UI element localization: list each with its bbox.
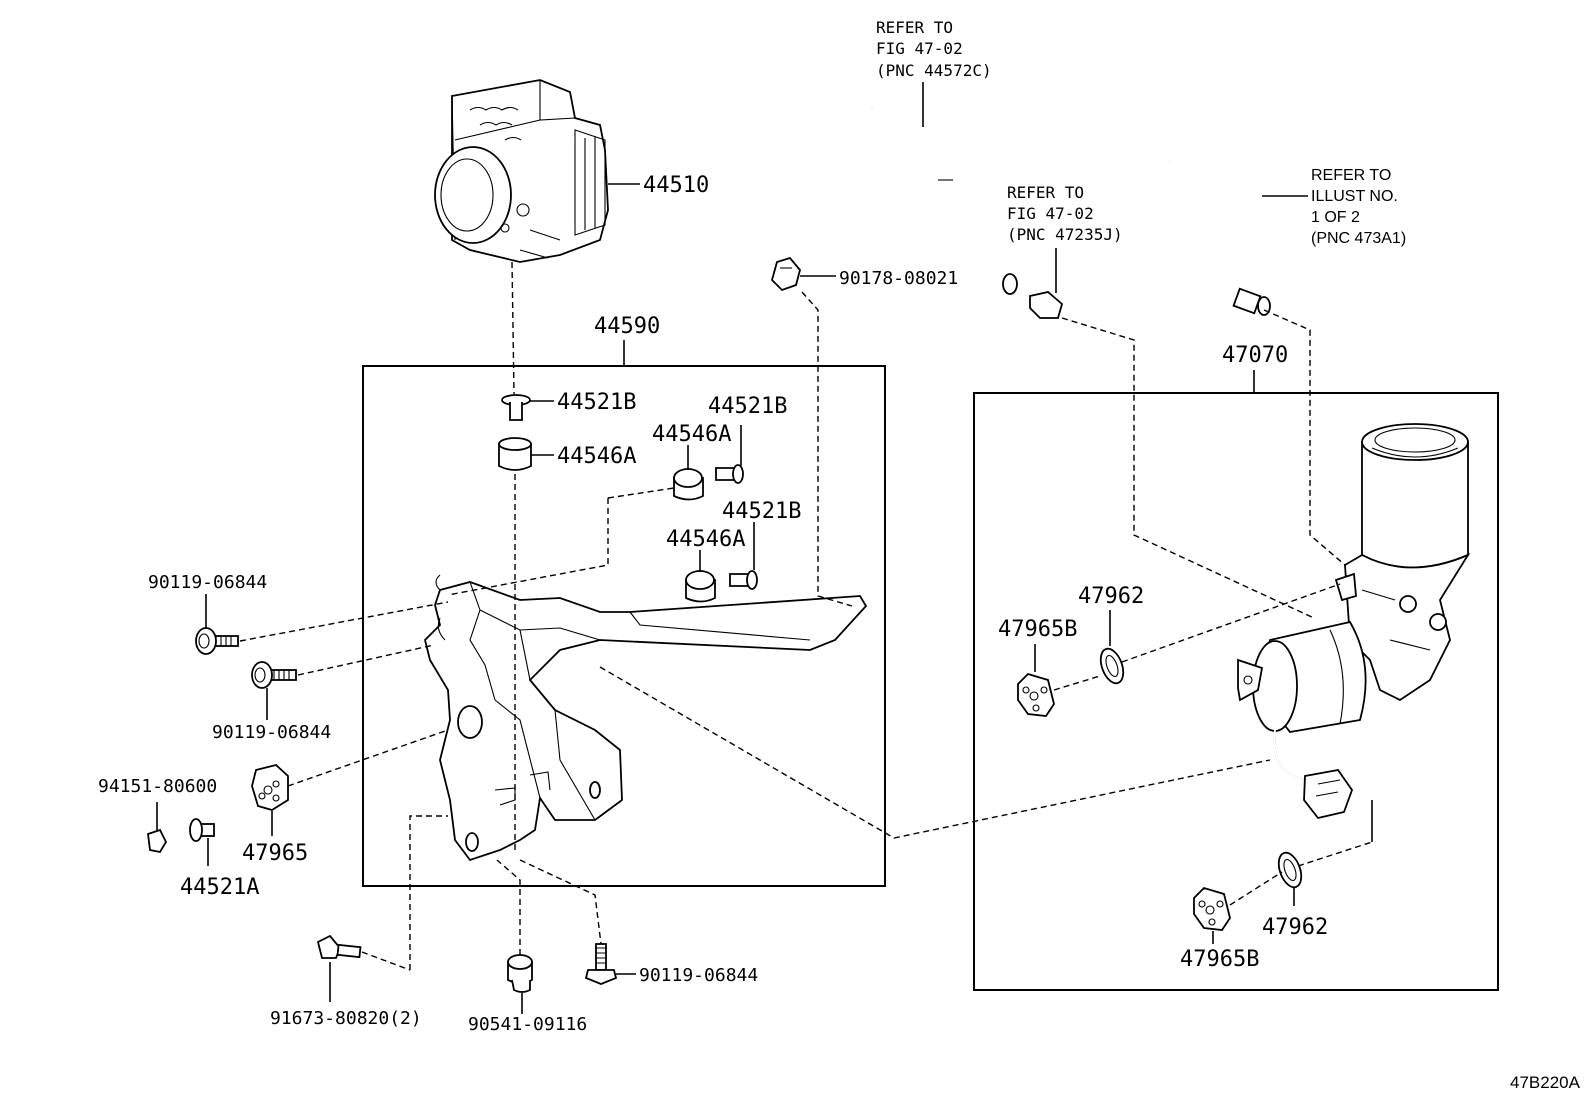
pump-group-label: 47070	[1222, 343, 1288, 368]
wire-harness-part[interactable]	[1158, 138, 1271, 316]
bolt-mid-label: 44521B	[708, 394, 787, 419]
ring-47962-lower-part[interactable]	[1274, 850, 1305, 891]
refer-mid-line3: (PNC 47235J)	[1007, 225, 1123, 244]
bolt-90119-bottom-part[interactable]	[584, 943, 618, 985]
ring-upper-label: 47962	[1078, 584, 1144, 609]
cushion-low-label: 44546A	[666, 527, 745, 552]
bolt-44521a-part[interactable]	[189, 818, 215, 842]
cushion-47965b-lower-part[interactable]	[1193, 886, 1231, 931]
cushion-47965-part[interactable]	[251, 764, 289, 811]
actuator-label: 44510	[643, 173, 709, 198]
bolt-small-label: 44521A	[180, 875, 259, 900]
refer-mid-line1: REFER TO	[1007, 183, 1084, 202]
washer-94151-part[interactable]	[147, 828, 168, 854]
bolt-top-label: 44521B	[557, 390, 636, 415]
bracket-group-label: 44590	[594, 314, 660, 339]
brake-pipe-part[interactable]	[869, 101, 1018, 295]
bolt-44521b-low-part[interactable]	[729, 570, 758, 590]
cushion-44546a-top-part[interactable]	[498, 437, 532, 471]
bolt-90119-left-b-part[interactable]	[251, 661, 297, 689]
ring-47962-upper-part[interactable]	[1096, 646, 1127, 687]
pump-motor-part[interactable]	[1237, 423, 1471, 820]
cushion-mid-label: 44546A	[652, 422, 731, 447]
assembly-lines	[239, 261, 1373, 971]
abs-actuator-part[interactable]	[434, 79, 609, 263]
refer-top-line1: REFER TO	[876, 18, 953, 37]
diagram-code: 47B220A	[1510, 1073, 1581, 1092]
refer-top-line3: (PNC 44572C)	[876, 61, 992, 80]
bolt-91673-part[interactable]	[316, 934, 362, 959]
cushion-44546a-mid-part[interactable]	[673, 468, 704, 501]
refer-mid-line2: FIG 47-02	[1007, 204, 1094, 223]
bolt-44521b-mid-part[interactable]	[715, 464, 744, 484]
bolt-left-a-label: 90119-06844	[148, 572, 267, 593]
refer-right-line2: ILLUST NO.	[1311, 188, 1398, 205]
nut-bottom-label: 90541-09116	[468, 1014, 587, 1035]
bolt-44521b-top-part[interactable]	[501, 394, 531, 421]
cushion-left-label: 47965	[242, 841, 308, 866]
clip-part[interactable]	[770, 256, 801, 292]
refer-right-line4: (PNC 473A1)	[1311, 230, 1406, 247]
cushion-upper-label: 47965B	[998, 617, 1077, 642]
refer-right-line1: REFER TO	[1311, 167, 1391, 184]
actuator-bracket-part[interactable]	[424, 574, 868, 862]
cushion-44546a-low-part[interactable]	[685, 570, 716, 603]
connector-part[interactable]	[1029, 291, 1064, 319]
bolt-bottom-left-label: 91673-80820(2)	[270, 1008, 422, 1029]
washer-left-label: 94151-80600	[98, 776, 217, 797]
bolt-bottom-right-label: 90119-06844	[639, 965, 758, 986]
refer-top-line2: FIG 47-02	[876, 39, 963, 58]
clip-label: 90178-08021	[839, 268, 958, 289]
bolt-90119-left-a-part[interactable]	[195, 627, 239, 655]
ring-lower-label: 47962	[1262, 915, 1328, 940]
pump-group-frame	[973, 392, 1499, 991]
nut-90541-part[interactable]	[507, 954, 533, 993]
bolt-low-label: 44521B	[722, 499, 801, 524]
cushion-lower-label: 47965B	[1180, 947, 1259, 972]
bolt-left-b-label: 90119-06844	[212, 722, 331, 743]
refer-right-line3: 1 OF 2	[1311, 209, 1360, 226]
cushion-top-label: 44546A	[557, 444, 636, 469]
cushion-47965b-upper-part[interactable]	[1017, 672, 1055, 717]
